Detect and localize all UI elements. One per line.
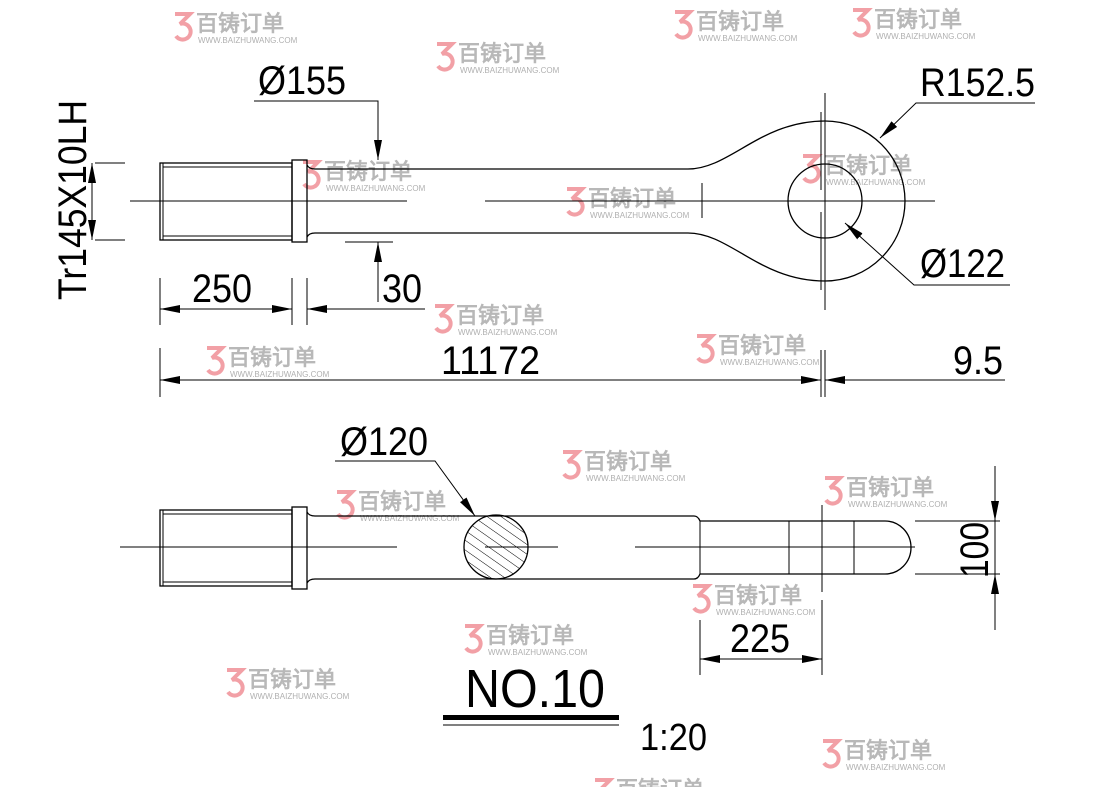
watermark-url: WWW.BAIZHUWANG.COM	[716, 608, 816, 617]
watermark-brand: 百铸订单	[696, 9, 784, 35]
scale-label: 1:20	[640, 717, 707, 759]
watermark-brand: 百铸订单	[228, 345, 316, 371]
watermark-url: WWW.BAIZHUWANG.COM	[846, 763, 946, 772]
flat-length-label: 225	[730, 617, 790, 661]
watermark-brand: 百铸订单	[874, 7, 962, 33]
watermark-layer: 百铸订单WWW.BAIZHUWANG.COM百铸订单WWW.BAIZHUWANG…	[174, 7, 976, 787]
watermark-brand: 百铸订单	[588, 186, 676, 212]
watermark-brand: 百铸订单	[718, 333, 806, 359]
side-view: Ø120 100 225	[120, 420, 1000, 675]
watermark-brand: 百铸订单	[458, 41, 546, 67]
thread-section	[159, 509, 293, 587]
top-view: Tr145X10LH Ø155 30 250 11172 9.5 R152.5 …	[51, 59, 1035, 397]
watermark-url: WWW.BAIZHUWANG.COM	[720, 358, 820, 367]
watermark-logo-icon	[692, 584, 713, 614]
watermark-logo-icon	[696, 334, 717, 364]
watermark-url: WWW.BAIZHUWANG.COM	[876, 32, 976, 41]
watermark-url: WWW.BAIZHUWANG.COM	[230, 370, 330, 379]
watermark-url: WWW.BAIZHUWANG.COM	[848, 500, 948, 509]
watermark-logo-icon	[434, 304, 455, 334]
watermark-brand: 百铸订单	[324, 159, 412, 185]
watermark-logo-icon	[174, 12, 195, 42]
watermark-url: WWW.BAIZHUWANG.COM	[590, 211, 690, 220]
part-label: NO.10	[465, 659, 605, 719]
collar-offset-label: 30	[382, 267, 422, 311]
thread-length-label: 250	[192, 267, 252, 311]
watermark-logo-icon	[802, 154, 823, 184]
watermark-url: WWW.BAIZHUWANG.COM	[326, 184, 426, 193]
watermark-url: WWW.BAIZHUWANG.COM	[826, 178, 926, 187]
watermark-url: WWW.BAIZHUWANG.COM	[250, 692, 350, 701]
title-underline-thick	[443, 715, 619, 720]
watermark-brand: 百铸订单	[616, 777, 704, 787]
watermark-url: WWW.BAIZHUWANG.COM	[458, 328, 558, 337]
watermark-logo-icon	[302, 160, 323, 190]
watermark-brand: 百铸订单	[196, 11, 284, 37]
watermark-url: WWW.BAIZHUWANG.COM	[586, 474, 686, 483]
watermark-brand: 百铸订单	[844, 738, 932, 764]
watermark-logo-icon	[336, 490, 357, 520]
eye-offset-label: 9.5	[953, 339, 1003, 383]
watermark-logo-icon	[566, 187, 587, 217]
watermark-brand: 百铸订单	[486, 623, 574, 649]
watermark-logo-icon	[436, 42, 457, 72]
watermark-brand: 百铸订单	[584, 449, 672, 475]
watermark-url: WWW.BAIZHUWANG.COM	[460, 66, 560, 75]
watermark-brand: 百铸订单	[714, 583, 802, 609]
watermark-logo-icon	[464, 624, 485, 654]
flat-width-label: 100	[953, 522, 997, 578]
watermark-url: WWW.BAIZHUWANG.COM	[198, 36, 298, 45]
watermark-brand: 百铸订单	[358, 489, 446, 515]
watermark-url: WWW.BAIZHUWANG.COM	[488, 648, 588, 657]
watermark-logo-icon	[562, 450, 583, 480]
watermark-url: WWW.BAIZHUWANG.COM	[698, 34, 798, 43]
eye-radius-label: R152.5	[920, 61, 1035, 105]
watermark-logo-icon	[822, 739, 843, 769]
watermark-brand: 百铸订单	[846, 475, 934, 501]
watermark-brand: 百铸订单	[248, 667, 336, 693]
collar	[291, 506, 308, 590]
watermark-logo-icon	[674, 10, 695, 40]
watermark-logo-icon	[226, 668, 247, 698]
watermark-logo-icon	[824, 476, 845, 506]
section-diameter-label: Ø120	[340, 420, 428, 464]
watermark-logo-icon	[206, 346, 227, 376]
thread-spec-label: Tr145X10LH	[51, 100, 95, 300]
watermark-logo-icon	[595, 778, 615, 787]
shaft-diameter-label: Ø155	[258, 59, 346, 103]
watermark-logo-icon	[852, 8, 873, 38]
watermark-brand: 百铸订单	[456, 303, 544, 329]
watermark-url: WWW.BAIZHUWANG.COM	[360, 514, 460, 523]
hole-diameter-label: Ø122	[920, 242, 1005, 286]
overall-length-label: 11172	[441, 339, 540, 383]
